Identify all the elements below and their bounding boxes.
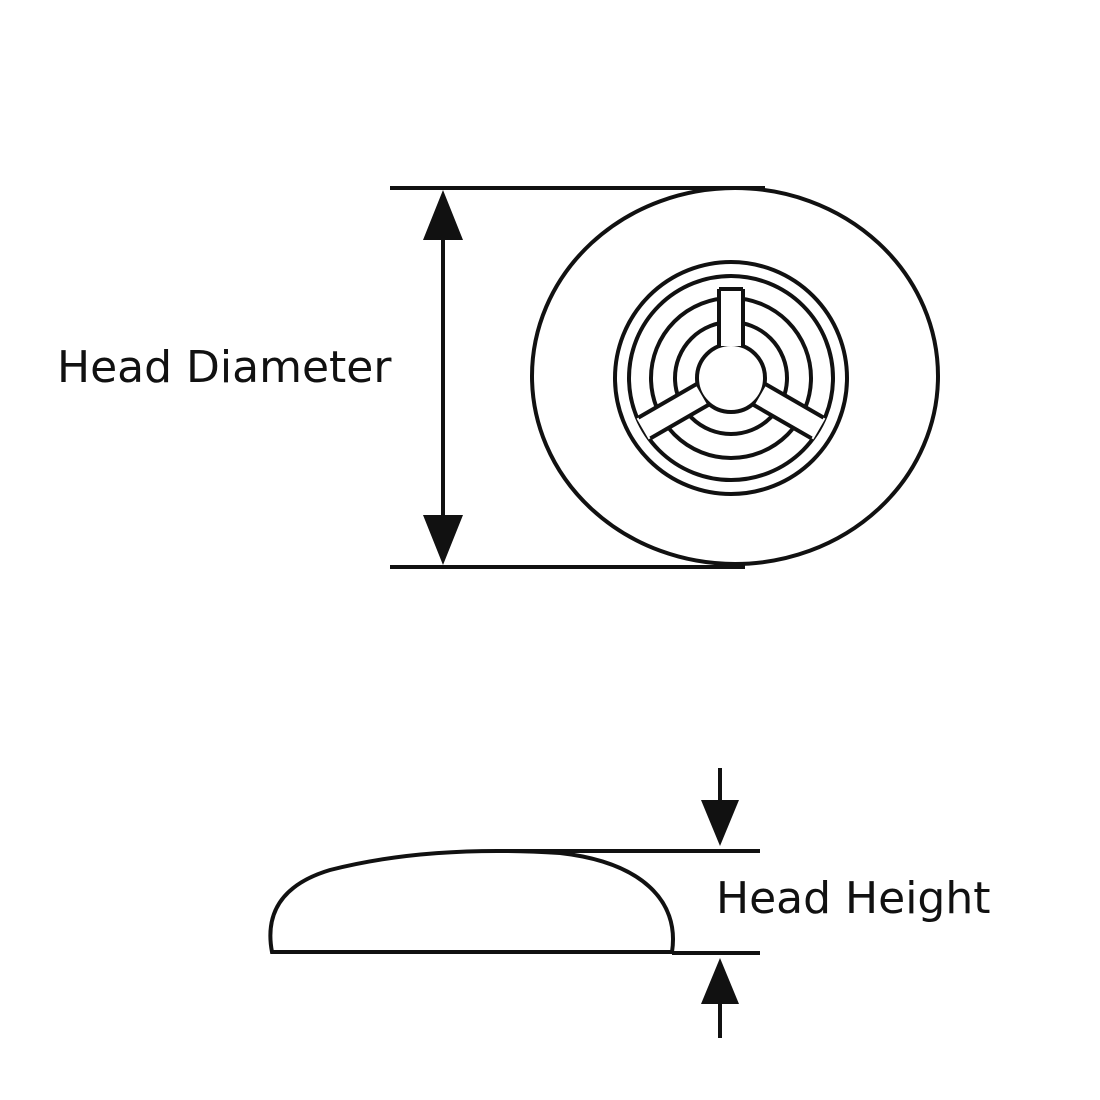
head-side-view bbox=[268, 849, 675, 954]
spokes bbox=[636, 286, 826, 441]
arrow-up-icon bbox=[701, 958, 739, 1004]
arrow-up-icon bbox=[423, 190, 463, 240]
head-height-label: Head Height bbox=[716, 873, 991, 924]
head-diameter-dimension bbox=[390, 186, 765, 569]
head-diameter-label: Head Diameter bbox=[57, 342, 392, 393]
head-top-view bbox=[530, 186, 940, 566]
arrow-down-icon bbox=[701, 800, 739, 846]
arrow-down-icon bbox=[423, 515, 463, 565]
